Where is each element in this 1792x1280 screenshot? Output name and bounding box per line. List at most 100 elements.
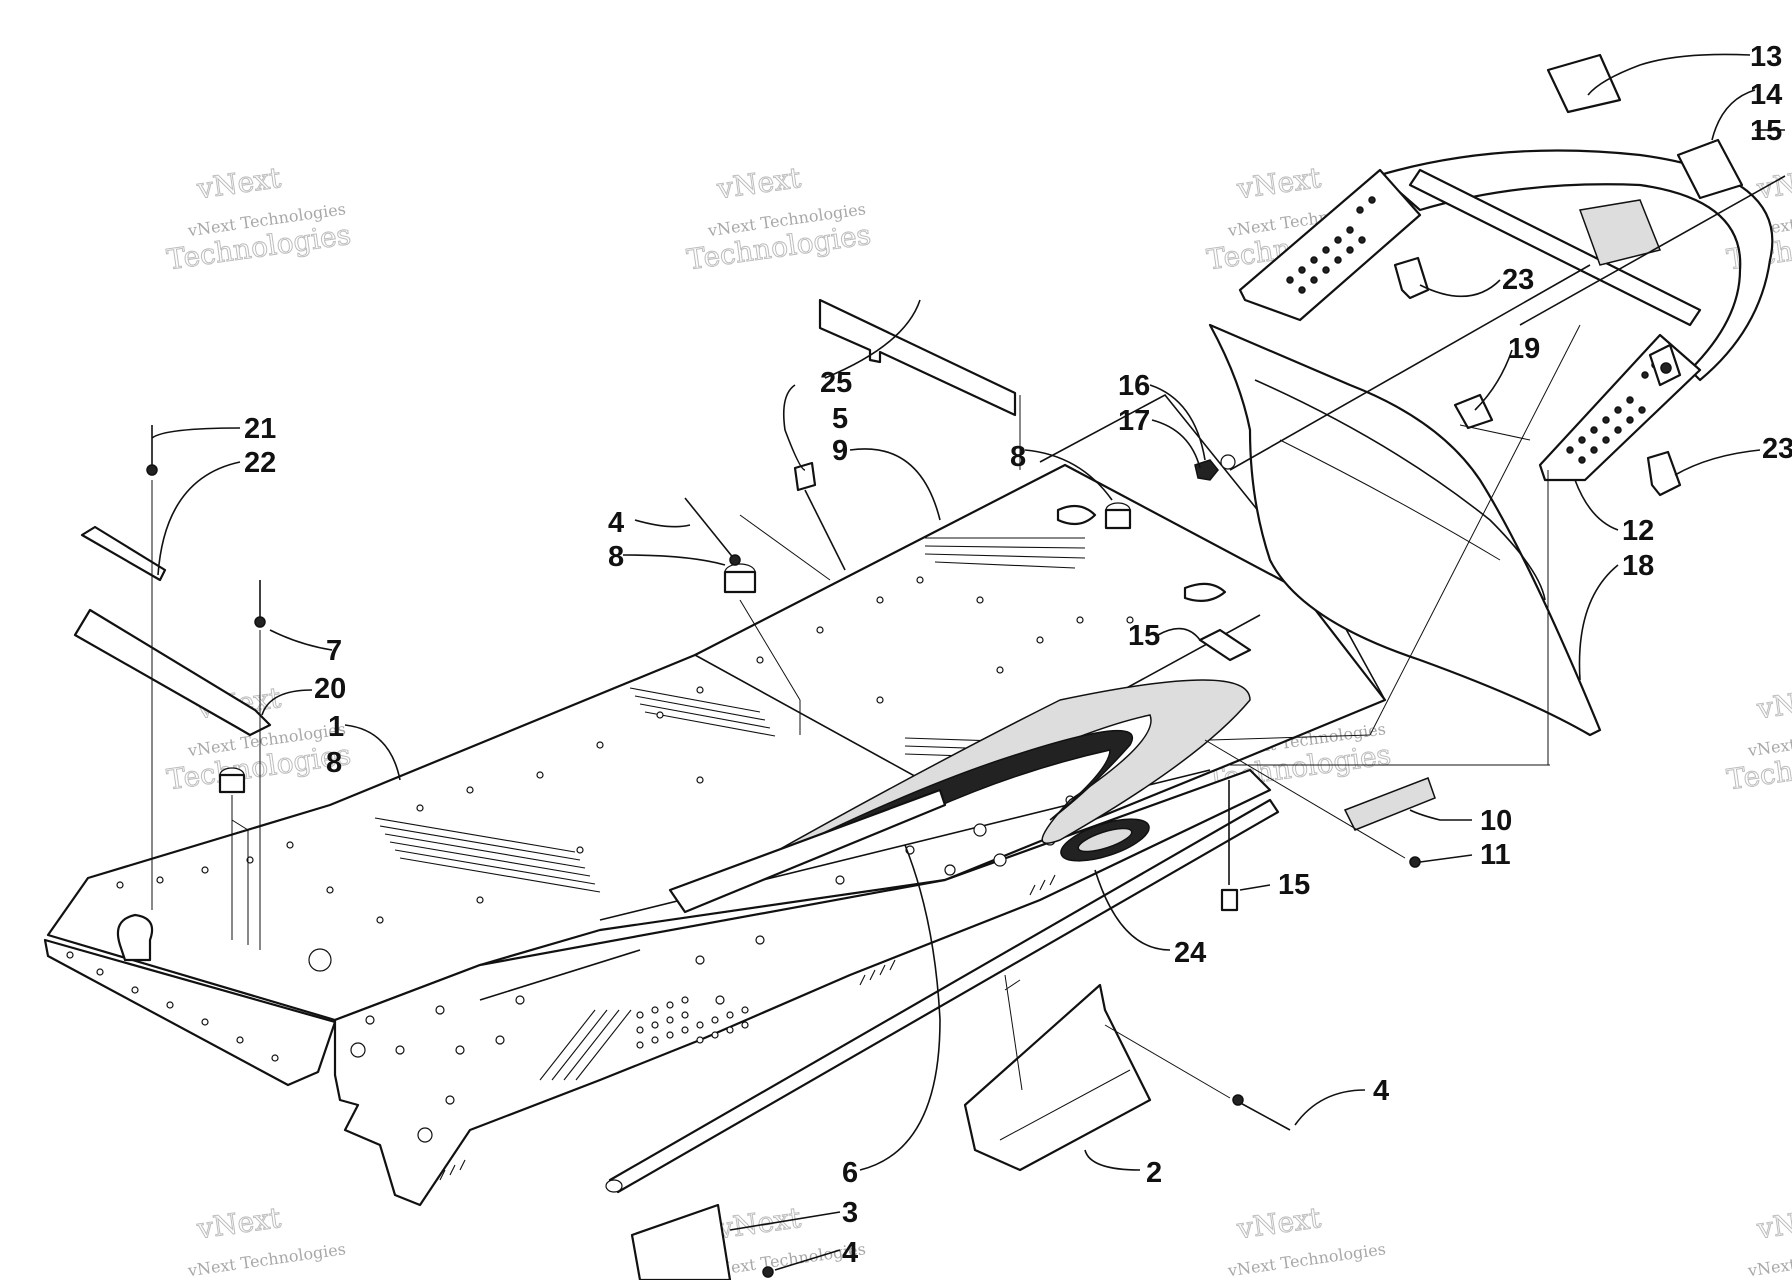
pin-21-head bbox=[146, 464, 158, 476]
svg-text:vNext: vNext bbox=[1234, 1201, 1323, 1246]
side-rivet-strip bbox=[439, 874, 1056, 1181]
svg-text:vNext: vNext bbox=[714, 1201, 803, 1246]
svg-text:vNext Technologies: vNext Technologies bbox=[186, 1239, 347, 1280]
label-4-right: 4 bbox=[1373, 1075, 1389, 1107]
label-18: 18 bbox=[1622, 550, 1654, 582]
bumper-left-step bbox=[1238, 168, 1422, 322]
reflector-13 bbox=[1546, 53, 1622, 114]
screw-11 bbox=[1409, 856, 1421, 868]
label-4-bottom: 4 bbox=[842, 1237, 858, 1269]
label-15-mid: 15 bbox=[1128, 620, 1160, 652]
svg-text:vNext: vNext bbox=[1234, 161, 1323, 206]
flap-strip-5 bbox=[818, 298, 1017, 417]
label-3: 3 bbox=[842, 1197, 858, 1229]
svg-text:vNext: vNext bbox=[1754, 681, 1792, 726]
snow-flap bbox=[1208, 323, 1602, 737]
bumper-grip bbox=[1578, 199, 1662, 266]
tunnel-front-flange bbox=[43, 938, 337, 1087]
label-4-top: 4 bbox=[608, 507, 624, 539]
watermark-11: vNext vNext Technologies bbox=[1226, 1200, 1387, 1280]
clip-23-upper bbox=[1393, 256, 1430, 300]
label-24: 24 bbox=[1174, 937, 1206, 969]
label-2: 2 bbox=[1146, 1157, 1162, 1189]
bolt-15-lower bbox=[1220, 888, 1239, 912]
tunnel-grip-slot-rear bbox=[1056, 504, 1097, 526]
side-rod-end bbox=[605, 1179, 623, 1193]
watermark-9: vNext vNext Technologies bbox=[186, 1200, 347, 1280]
label-21: 21 bbox=[244, 413, 276, 445]
tunnel-rivet-rows bbox=[636, 996, 749, 1049]
label-16: 16 bbox=[1118, 370, 1150, 402]
pin-4-bottom-head bbox=[762, 1266, 774, 1278]
label-5: 5 bbox=[832, 403, 848, 435]
part-labels: 13 14 15 23 19 23 12 18 16 17 25 5 9 8 4… bbox=[244, 41, 1792, 1269]
bolt-15-top bbox=[1198, 628, 1252, 662]
svg-text:vNext Technologies: vNext Technologies bbox=[1226, 1239, 1387, 1280]
label-20: 20 bbox=[314, 673, 346, 705]
tunnel-grip-slot-mid bbox=[1183, 582, 1227, 603]
plug-8-front bbox=[218, 767, 246, 794]
watermark-12: vNext vNext Technologies bbox=[1746, 1200, 1792, 1280]
snow-flap-inner bbox=[1279, 439, 1501, 561]
plate-22 bbox=[80, 525, 167, 582]
svg-text:vNext Technologies: vNext Technologies bbox=[1746, 1239, 1792, 1280]
label-14: 14 bbox=[1750, 79, 1782, 111]
decal-25 bbox=[793, 461, 817, 492]
left-step-perforations bbox=[1286, 196, 1376, 294]
pin-7-head bbox=[254, 616, 266, 628]
tunnel-side-panel bbox=[333, 768, 1272, 1207]
front-flange-holes bbox=[66, 951, 279, 1062]
label-8-front: 8 bbox=[326, 747, 342, 779]
label-25: 25 bbox=[820, 367, 852, 399]
plate-3 bbox=[630, 1203, 732, 1280]
svg-text:vNext: vNext bbox=[194, 1201, 283, 1246]
label-15-top: 15 bbox=[1750, 115, 1782, 147]
vent-10 bbox=[1343, 777, 1436, 831]
support-bracket-2 bbox=[963, 983, 1152, 1172]
pin-4-right-head bbox=[1232, 1094, 1244, 1106]
assembly-lines bbox=[151, 324, 1581, 1099]
bumper-bolt bbox=[1660, 362, 1672, 374]
tunnel-rear-edge bbox=[1039, 393, 1386, 701]
clip-23-lower bbox=[1646, 450, 1682, 497]
label-10: 10 bbox=[1480, 805, 1512, 837]
label-17: 17 bbox=[1118, 405, 1150, 437]
nut-16 bbox=[1194, 459, 1219, 481]
support-bracket-2-fold bbox=[999, 1069, 1131, 1141]
pin-4-right bbox=[1234, 1099, 1291, 1131]
tunnel-fold-line-2 bbox=[479, 949, 641, 1001]
label-7: 7 bbox=[326, 635, 342, 667]
pin-4-top-head bbox=[729, 554, 741, 566]
svg-text:vNext: vNext bbox=[1754, 1201, 1792, 1246]
label-23-top: 23 bbox=[1502, 264, 1534, 296]
front-cover-strip bbox=[668, 788, 947, 914]
watermark-1: vNext vNext Technologies Technologies bbox=[164, 160, 353, 276]
clip-19 bbox=[1453, 393, 1494, 430]
tunnel-keyhole-slot bbox=[116, 913, 154, 962]
label-6: 6 bbox=[842, 1157, 858, 1189]
label-11: 11 bbox=[1480, 839, 1511, 871]
tunnel-seam bbox=[694, 654, 941, 791]
label-15-lower: 15 bbox=[1278, 869, 1310, 901]
label-8-top: 8 bbox=[608, 541, 624, 573]
watermark-2: vNext vNext Technologies Technologies bbox=[684, 160, 873, 276]
rear-bumper-assembly bbox=[1208, 149, 1774, 737]
watermark-7: vNext vNext Technologies Technologies bbox=[1724, 680, 1792, 796]
snow-flap-ridge bbox=[1254, 379, 1546, 601]
leader-lines bbox=[151, 53, 1786, 1271]
label-13: 13 bbox=[1750, 41, 1782, 73]
tunnel-assembly bbox=[43, 393, 1387, 1207]
plug-8-top bbox=[723, 563, 757, 594]
reflector-14 bbox=[1676, 138, 1744, 200]
label-8-rear: 8 bbox=[1010, 441, 1026, 473]
washer-17 bbox=[1220, 454, 1236, 470]
label-19: 19 bbox=[1508, 333, 1540, 365]
svg-text:vNext: vNext bbox=[194, 161, 283, 206]
label-12: 12 bbox=[1622, 515, 1654, 547]
label-9: 9 bbox=[832, 435, 848, 467]
right-step-perforations bbox=[1566, 361, 1659, 464]
bracket-20 bbox=[73, 608, 272, 737]
label-22: 22 bbox=[244, 447, 276, 479]
label-1: 1 bbox=[328, 711, 344, 743]
